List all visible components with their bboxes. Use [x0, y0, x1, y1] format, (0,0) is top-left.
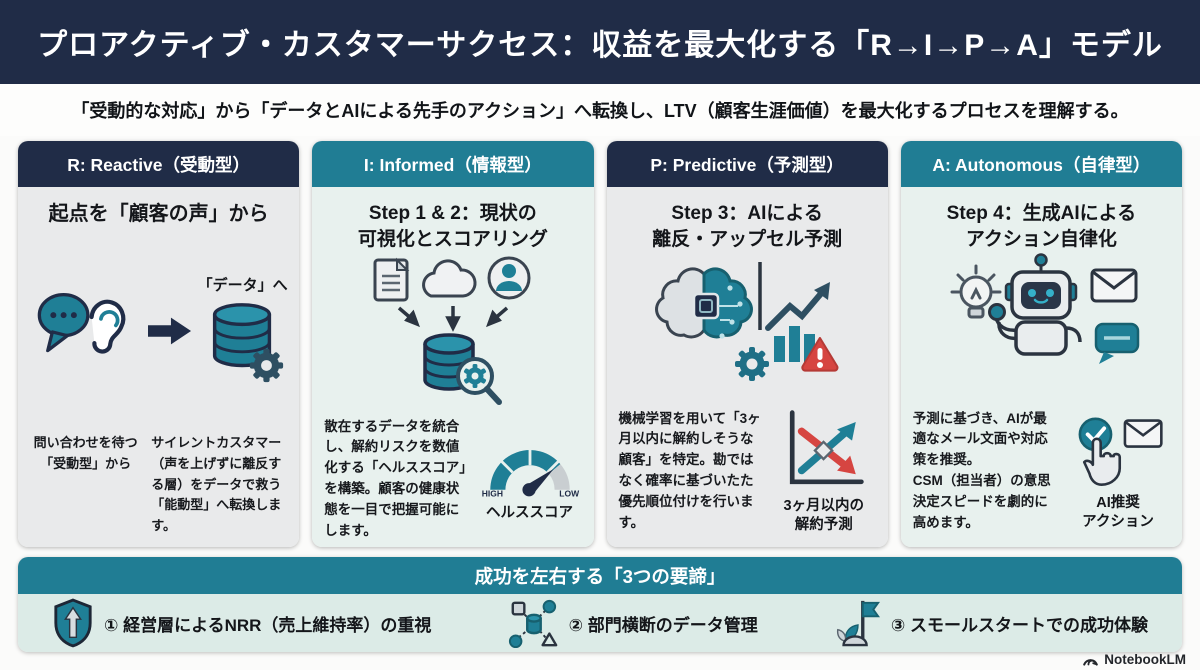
card-predictive-bottom: 機械学習を用いて「3ヶ月以内に解約しそうな顧客」を特定。勘ではなく確率に基づいた…	[619, 402, 876, 540]
brand-name: NotebookLM	[1104, 652, 1186, 667]
converge-arrows-icon	[397, 306, 509, 333]
robot-actions-icon	[936, 252, 1146, 402]
card-informed-header: I: Informed（情報型）	[312, 141, 594, 187]
key-point-1-label: ① 経営層によるNRR（売上維持率）の重視	[104, 615, 432, 635]
health-gauge-icon: HIGH LOW	[478, 436, 582, 500]
key-points-list: ① 経営層によるNRR（売上維持率）の重視	[18, 594, 1182, 652]
mail-icon	[1090, 268, 1138, 303]
churn-forecast-caption: 3ヶ月以内の 解約予測	[783, 498, 865, 534]
flag-sprout-icon	[833, 597, 881, 649]
churn-forecast-figure: 3ヶ月以内の 解約予測	[772, 407, 876, 535]
key-point-2: ② 部門横断のデータ管理	[507, 597, 758, 649]
card-reactive-texts: 問い合わせを待つ 「受動型」から サイレントカスタマー（声を上げずに離反する層）…	[30, 433, 287, 537]
notebooklm-logo-icon	[1082, 652, 1099, 667]
check-click-mail-icon	[1066, 410, 1170, 490]
card-reactive-header: R: Reactive（受動型）	[18, 141, 300, 187]
ai-brain-chip-icon	[655, 267, 754, 339]
informed-description: 散在するデータを統合し、解約リスクを数値化する「ヘルススコア」を構築。顧客の健康…	[324, 418, 466, 539]
arrow-right-icon	[147, 316, 192, 346]
card-informed-bottom: 散在するデータを統合し、解約リスクを数値化する「ヘルススコア」を構築。顧客の健康…	[324, 410, 581, 547]
robot-icon	[988, 253, 1083, 357]
card-informed-body: Step 1 & 2：現状の 可視化とスコアリング	[312, 187, 594, 547]
card-reactive-body: 起点を「顧客の声」から	[18, 187, 300, 547]
model-columns: R: Reactive（受動型） 起点を「顧客の声」から	[18, 141, 1182, 547]
ai-action-figure: AI推奨 アクション	[1066, 410, 1170, 532]
card-predictive-illustration	[619, 252, 876, 402]
card-reactive-heading: 起点を「顧客の声」から	[48, 203, 269, 225]
lightbulb-icon	[950, 264, 1002, 319]
gauge-low-label: LOW	[559, 488, 580, 498]
data-label: 「データ」へ	[197, 277, 288, 294]
page-subtitle: 「受動的な対応」から「データとAIによる先手のアクション」へ転換し、LTV（顧客…	[0, 84, 1200, 136]
data-network-icon	[507, 597, 559, 649]
page-title: プロアクティブ・カスタマーサクセス：収益を最大化する「R→I→P→A」モデル	[37, 29, 1163, 62]
card-informed-illustration	[324, 252, 581, 410]
key-point-3-label: ③ スモールスタートでの成功体験	[890, 615, 1148, 635]
data-sources-to-database-icon	[363, 252, 543, 410]
reactive-text-left: 問い合わせを待つ 「受動型」から	[33, 435, 138, 471]
card-predictive-step-title: Step 3：AIによる 離反・アップセル予測	[652, 203, 843, 250]
card-predictive-body: Step 3：AIによる 離反・アップセル予測	[606, 187, 888, 547]
health-score-caption: ヘルススコア	[486, 504, 573, 521]
card-autonomous-illustration	[913, 252, 1170, 402]
ai-action-caption: AI推奨 アクション	[1082, 495, 1154, 531]
document-icon	[373, 257, 410, 302]
card-autonomous-body: Step 4：生成AIによる アクション自律化	[900, 187, 1182, 547]
card-autonomous: A: Autonomous（自律型） Step 4：生成AIによる アクション自…	[900, 141, 1182, 547]
card-predictive: P: Predictive（予測型） Step 3：AIによる 離反・アップセル…	[606, 141, 888, 547]
reactive-text-right: サイレントカスタマー（声を上げずに離反する層）をデータで救う「能動型」へ転換しま…	[151, 435, 282, 534]
shield-up-arrow-icon	[52, 598, 94, 648]
card-autonomous-step-title: Step 4：生成AIによる アクション自律化	[946, 203, 1137, 250]
brand-footer: NotebookLM	[1082, 652, 1186, 667]
gear-icon	[735, 347, 770, 382]
card-predictive-header: P: Predictive（予測型）	[606, 141, 888, 187]
card-reactive-illustration: 「データ」へ	[30, 228, 288, 433]
title-bar: プロアクティブ・カスタマーサクセス：収益を最大化する「R→I→P→A」モデル	[0, 0, 1200, 84]
predictive-description: 機械学習を用いて「3ヶ月以内に解約しそうな顧客」を特定。勘ではなく確率に基づいた…	[618, 410, 761, 531]
key-points-box: 成功を左右する「3つの要諦」 ① 経営層によるNRR（売上維持率）の重視	[18, 557, 1182, 652]
health-score-figure: HIGH LOW ヘルススコア	[478, 436, 582, 523]
churn-forecast-chart-icon	[781, 407, 867, 493]
database-gear-icon	[198, 297, 288, 387]
growth-chart-alert-icon	[765, 282, 839, 372]
person-icon	[487, 256, 531, 300]
key-points-title: 成功を左右する「3つの要諦」	[18, 557, 1182, 594]
card-autonomous-header: A: Autonomous（自律型）	[900, 141, 1182, 187]
autonomous-description: 予測に基づき、AIが最適なメール文面や対応策を推奨。 CSM（担当者）の意思決定…	[912, 410, 1051, 531]
ai-brain-chart-icon	[648, 252, 846, 402]
cloud-icon	[421, 259, 477, 298]
key-point-1: ① 経営層によるNRR（売上維持率）の重視	[52, 598, 431, 648]
gauge-high-label: HIGH	[481, 488, 502, 498]
key-point-3: ③ スモールスタートでの成功体験	[833, 597, 1148, 649]
card-informed-step-title: Step 1 & 2：現状の 可視化とスコアリング	[357, 203, 548, 250]
card-informed: I: Informed（情報型） Step 1 & 2：現状の 可視化とスコアリ…	[312, 141, 594, 547]
chat-bubble-icon	[1095, 323, 1140, 365]
card-reactive: R: Reactive（受動型） 起点を「顧客の声」から	[18, 141, 300, 547]
speech-bubble-ear-icon	[30, 285, 142, 377]
key-point-2-label: ② 部門横断のデータ管理	[568, 615, 758, 635]
card-autonomous-bottom: 予測に基づき、AIが最適なメール文面や対応策を推奨。 CSM（担当者）の意思決定…	[913, 402, 1170, 540]
database-magnifier-icon	[423, 333, 502, 406]
